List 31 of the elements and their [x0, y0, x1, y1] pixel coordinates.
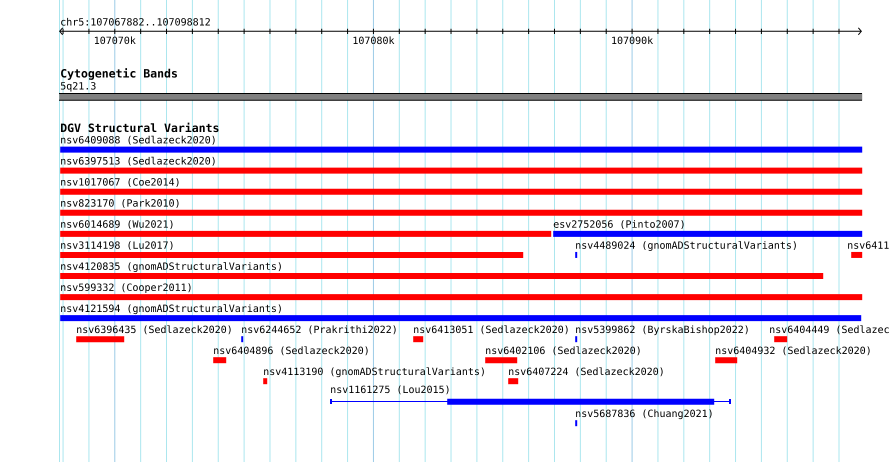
band-label: 5q21.3 [60, 82, 96, 92]
feature-label: nsv6409088 (Sedlazeck2020) [61, 136, 215, 145]
track-title: DGV Structural Variants [60, 122, 218, 132]
feature-label: nsv6402106 (Sedlazeck2020) [486, 346, 640, 356]
feature-label: nsv6014689 (Wu2021) [61, 220, 172, 229]
feature-label: nsv1017067 (Coe2014) [61, 178, 179, 187]
feature-label: nsv4489024 (gnomADStructuralVariants) [576, 241, 796, 251]
feature-label: nsv5399862 (ByrskaBishop2022) [576, 325, 748, 336]
feature-label: nsv3114198 (Lu2017) [61, 241, 172, 250]
tick-label: 107070k [94, 36, 136, 44]
tick-label: 107080k [354, 36, 394, 44]
feature-label: nsv6413051 (Sedlazeck2020) [414, 325, 568, 334]
feature-label: nsv6396435 (Sedlazeck2020) [77, 325, 231, 334]
feature-label: nsv6407224 (Sedlazeck2020) [509, 367, 663, 376]
feature-label: nsv6411 [848, 241, 889, 249]
feature-label: nsv599332 (Cooper2011) [61, 283, 191, 293]
feature-label: nsv6404932 (Sedlazeck2020) [716, 346, 870, 356]
feature-label: nsv6397513 (Sedlazeck2020) [61, 156, 215, 166]
feature-label: nsv4120835 (gnomADStructuralVariants) [61, 262, 281, 272]
feature-label: esv2752056 (Pinto2007) [554, 220, 684, 229]
feature-label: nsv1161275 (Lou2015) [331, 385, 449, 394]
locus-label: chr5:107067882..107098812 [61, 18, 210, 26]
feature-label: nsv823170 (Park2010) [61, 199, 179, 208]
feature-label: nsv6244652 (Prakrithi2022) [242, 325, 396, 334]
feature-label: nsv4121594 (gnomADStructuralVariants) [61, 304, 281, 314]
feature-label: nsv4113190 (gnomADStructuralVariants) [264, 367, 484, 378]
track-title: Cytogenetic Bands [61, 68, 177, 80]
feature-label: nsv6404449 (Sedlazec [770, 325, 889, 334]
tick-label: 107090k [612, 36, 653, 44]
feature-label: nsv5687836 (Chuang2021) [576, 409, 712, 420]
feature-label: nsv6404896 (Sedlazeck2020) [214, 346, 368, 356]
